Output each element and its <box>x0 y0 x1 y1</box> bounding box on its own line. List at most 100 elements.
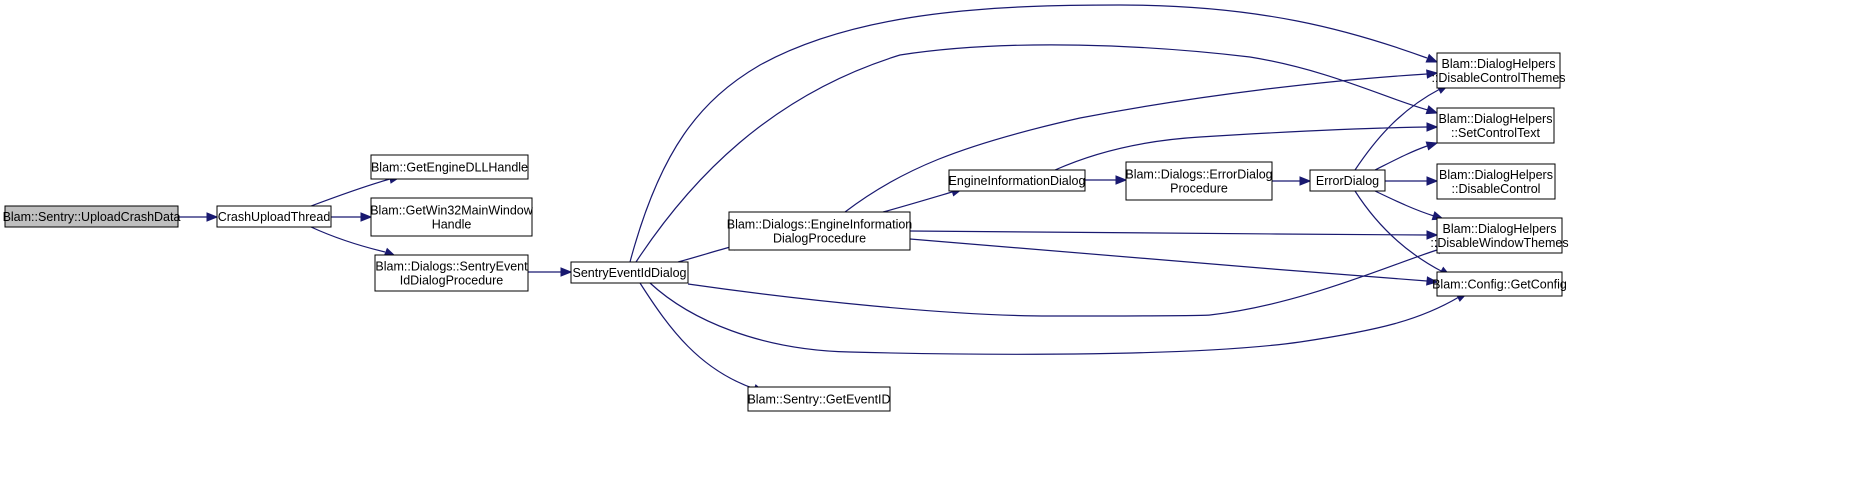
node-label: ErrorDialog <box>1316 174 1379 188</box>
node-box[interactable] <box>1436 271 1563 297</box>
node-label: Blam::Sentry::GetEventID <box>747 393 890 407</box>
edge-sentrydlg-to-getevent <box>639 282 766 394</box>
node-box[interactable] <box>374 254 529 292</box>
edge-line <box>677 245 735 263</box>
node-label: SentryEventIdDialog <box>573 266 687 280</box>
node-label: EngineInformationDialog <box>949 174 1086 188</box>
edge-engproc-to-getconfig <box>909 238 1439 286</box>
node-label: Blam::DialogHelpers <box>1442 57 1556 71</box>
node-label: Blam::DialogHelpers <box>1443 222 1557 236</box>
edge-line <box>882 191 953 213</box>
node-label: Blam::GetWin32MainWindow <box>370 204 534 218</box>
edge-line <box>1374 190 1435 217</box>
node-engdlg[interactable]: EngineInformationDialog <box>948 169 1086 192</box>
edge-errdlg-to-settext <box>1374 141 1439 171</box>
node-box[interactable] <box>370 154 529 180</box>
node-box[interactable] <box>1436 107 1555 144</box>
edge-line <box>639 282 756 390</box>
node-disctheme[interactable]: Blam::DialogHelpers::DisableControlTheme… <box>1431 52 1566 89</box>
edge-sentrydlg-to-settext <box>635 44 1439 263</box>
node-label: ::DisableControlThemes <box>1431 71 1565 85</box>
edge-line <box>844 73 1428 213</box>
arrowhead <box>1426 69 1439 79</box>
node-disctrl[interactable]: Blam::DialogHelpers::DisableControl <box>1436 163 1556 200</box>
node-label: Blam::DialogHelpers <box>1439 168 1553 182</box>
arrowhead <box>1425 53 1439 63</box>
node-label: ::DisableControl <box>1452 182 1541 196</box>
node-getevent[interactable]: Blam::Sentry::GetEventID <box>747 386 891 412</box>
node-box[interactable] <box>216 205 332 228</box>
node-label: ::DisableWindowThemes <box>1430 236 1568 250</box>
edge-line <box>1354 190 1444 273</box>
node-box[interactable] <box>1436 52 1561 89</box>
edge-errproc-to-errdlg <box>1272 176 1312 186</box>
node-label: Procedure <box>1170 182 1228 196</box>
arrowhead <box>1426 176 1439 186</box>
node-box[interactable] <box>1436 217 1563 254</box>
node-getconfig[interactable]: Blam::Config::GetConfig <box>1432 271 1567 297</box>
node-crash[interactable]: CrashUploadThread <box>216 205 332 228</box>
node-getdll[interactable]: Blam::GetEngineDLLHandle <box>370 154 529 180</box>
node-sentrydlg[interactable]: SentryEventIdDialog <box>570 261 689 284</box>
node-box[interactable] <box>1125 161 1273 201</box>
node-label: Blam::Dialogs::SentryEvent <box>375 260 528 274</box>
node-box[interactable] <box>948 169 1086 192</box>
edge-engdlg-to-errproc <box>1085 175 1128 185</box>
edge-line <box>1054 126 1428 171</box>
node-box[interactable] <box>570 261 689 284</box>
edge-engproc-to-engdlg <box>882 187 964 213</box>
node-label: Blam::GetEngineDLLHandle <box>371 161 528 175</box>
edge-line <box>649 282 1460 355</box>
node-box[interactable] <box>1309 169 1386 192</box>
edge-sentrydlg-to-disctheme <box>629 4 1439 263</box>
edge-line <box>629 4 1428 263</box>
node-box[interactable] <box>4 205 179 228</box>
edge-upload-to-crash <box>178 212 219 222</box>
node-label: Blam::DialogHelpers <box>1439 112 1553 126</box>
edge-engdlg-to-settext <box>1054 122 1439 171</box>
edge-line <box>909 238 1428 282</box>
arrowhead <box>1299 176 1312 186</box>
edge-errdlg-to-disctrl <box>1385 176 1439 186</box>
edge-line <box>1374 145 1428 171</box>
edges-layer <box>178 4 1469 394</box>
node-label: DialogProcedure <box>773 232 866 246</box>
node-diswin[interactable]: Blam::DialogHelpers::DisableWindowThemes <box>1430 217 1569 254</box>
node-label: Blam::Config::GetConfig <box>1432 278 1567 292</box>
node-engproc[interactable]: Blam::Dialogs::EngineInformationDialogPr… <box>727 211 913 251</box>
node-label: Blam::Dialogs::ErrorDialog <box>1125 168 1272 182</box>
edge-line <box>635 44 1429 263</box>
edge-engproc-to-diswin <box>909 230 1439 240</box>
edge-sentrydlg-to-diswin <box>687 245 1449 317</box>
node-box[interactable] <box>1436 163 1556 200</box>
node-box[interactable] <box>728 211 911 251</box>
edge-crash-to-getwin <box>331 212 373 222</box>
node-label: Blam::Sentry::UploadCrashData <box>3 210 181 224</box>
node-box[interactable] <box>370 197 533 237</box>
edge-line <box>1354 88 1441 171</box>
node-label: CrashUploadThread <box>218 210 331 224</box>
node-label: IdDialogProcedure <box>400 274 504 288</box>
arrowhead <box>206 212 219 222</box>
nodes-layer: Blam::Sentry::UploadCrashData CrashUpload… <box>3 52 1569 412</box>
arrowhead <box>1426 230 1439 240</box>
edge-sentryproc-to-sentrydlg <box>528 267 573 277</box>
node-settext[interactable]: Blam::DialogHelpers::SetControlText <box>1436 107 1555 144</box>
node-sentryproc[interactable]: Blam::Dialogs::SentryEventIdDialogProced… <box>374 254 529 292</box>
node-label: Blam::Dialogs::EngineInformation <box>727 218 913 232</box>
node-label: Handle <box>432 218 472 232</box>
edge-engproc-to-disctheme <box>844 69 1439 213</box>
node-upload[interactable]: Blam::Sentry::UploadCrashData <box>3 205 181 228</box>
node-box[interactable] <box>747 386 891 412</box>
edge-sentrydlg-to-getconfig <box>649 282 1469 355</box>
node-label: ::SetControlText <box>1451 126 1540 140</box>
arrowhead <box>1426 122 1439 132</box>
arrowhead <box>560 267 573 277</box>
edge-line <box>310 226 386 253</box>
edge-line <box>310 178 391 207</box>
node-errdlg[interactable]: ErrorDialog <box>1309 169 1386 192</box>
arrowhead <box>1426 276 1439 286</box>
